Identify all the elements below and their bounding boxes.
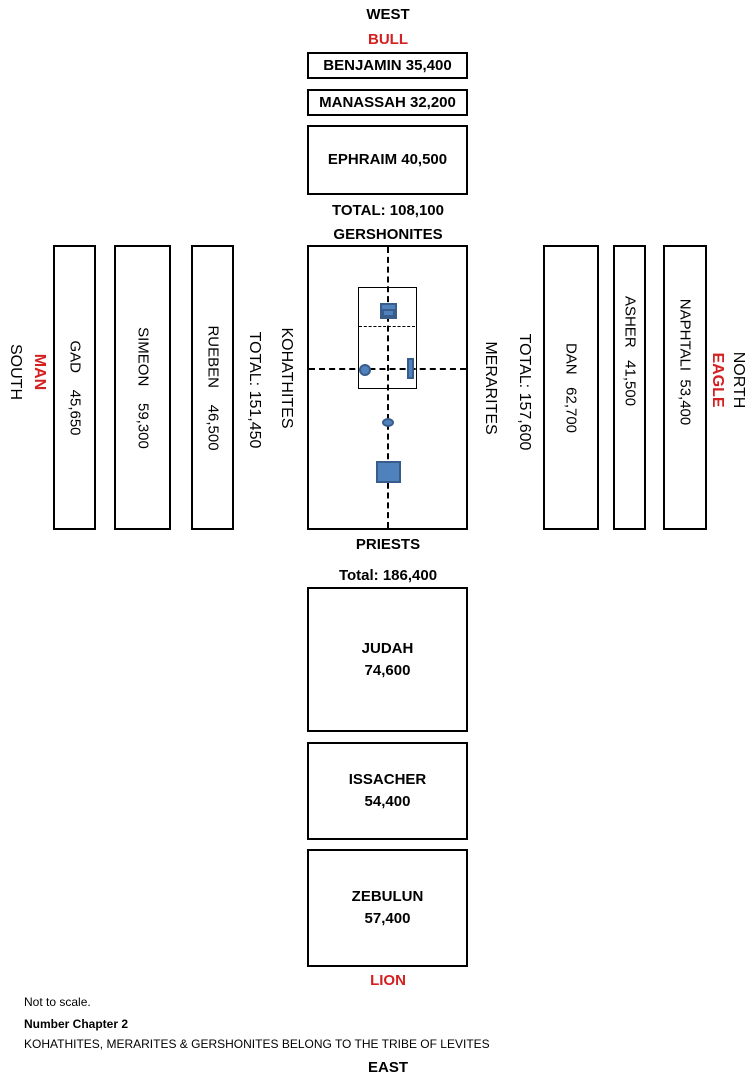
levite-priests: PRIESTS [355,536,421,553]
note-chapter: Number Chapter 2 [24,1017,129,1031]
holy-place [358,287,417,389]
south-camp-total: TOTAL: 151,450 [246,331,263,449]
tribe-naphtali-label: NAPHTALI 53,400 [676,298,694,426]
west-camp-total: TOTAL: 108,100 [332,202,444,219]
tribe-issacher-name: ISSACHER [348,771,427,788]
laver-icon [382,418,394,427]
tribe-gad: GAD 45,650 [53,245,96,530]
tribe-dan-label: DAN 62,700 [562,342,580,433]
tribe-gad-label: GAD 45,650 [66,339,83,436]
altar-of-incense-icon [382,309,395,317]
tribe-benjamin-label: BENJAMIN 35,400 [323,56,452,74]
direction-south: SOUTH [7,344,24,400]
symbol-lion: LION [370,972,406,989]
tribe-zebulun: ZEBULUN 57,400 [307,849,468,967]
table-of-showbread-icon [359,364,371,376]
tribe-naphtali: NAPHTALI 53,400 [663,245,707,530]
symbol-bull: BULL [368,31,408,48]
tribe-asher-label: ASHER 41,500 [621,295,638,406]
tribe-manassah-label: MANASSAH 32,200 [319,93,456,111]
tribe-simeon: SIMEON 59,300 [114,245,171,530]
north-camp-total: TOTAL: 157,600 [516,333,533,451]
vertical-axis-line [387,247,389,528]
altar-of-burnt-offering-icon [376,461,401,483]
tribe-dan: DAN 62,700 [543,245,599,530]
tribe-judah-count: 74,600 [364,661,411,679]
tribe-ephraim: EPHRAIM 40,500 [307,125,468,195]
tribe-rueben: RUEBEN 46,500 [191,245,234,530]
symbol-man: MAN [31,353,48,391]
tabernacle [307,245,468,530]
note-scale: Not to scale. [24,995,91,1009]
levite-gershonites: GERSHONITES [333,226,443,243]
direction-east: EAST [367,1059,408,1076]
tribe-zebulun-count: 57,400 [364,910,411,927]
east-camp-total: Total: 186,400 [338,567,438,584]
tribe-benjamin: BENJAMIN 35,400 [307,52,468,79]
tribe-issacher-count: 54,400 [364,793,411,810]
note-levites: KOHATHITES, MERARITES & GERSHONITES BELO… [24,1037,490,1051]
direction-north: NORTH [730,351,747,409]
symbol-eagle: EAGLE [709,352,726,408]
tribe-asher: ASHER 41,500 [613,245,646,530]
direction-west: WEST [366,6,410,23]
levite-merarites: MERARITES [482,341,499,435]
tribe-zebulun-name: ZEBULUN [351,888,424,905]
tribe-judah-name: JUDAH [361,639,414,657]
levite-kohathites: KOHATHITES [278,327,295,429]
tribe-rueben-label: RUEBEN 46,500 [204,324,221,451]
horizontal-axis-line [309,368,466,370]
lampstand-icon [407,358,414,379]
tribe-ephraim-label: EPHRAIM 40,500 [327,151,448,168]
veil-line [359,326,415,327]
tribe-judah: JUDAH 74,600 [307,587,468,732]
tribe-manassah: MANASSAH 32,200 [307,89,468,116]
tribe-issacher: ISSACHER 54,400 [307,742,468,840]
tribe-simeon-label: SIMEON 59,300 [134,326,151,449]
